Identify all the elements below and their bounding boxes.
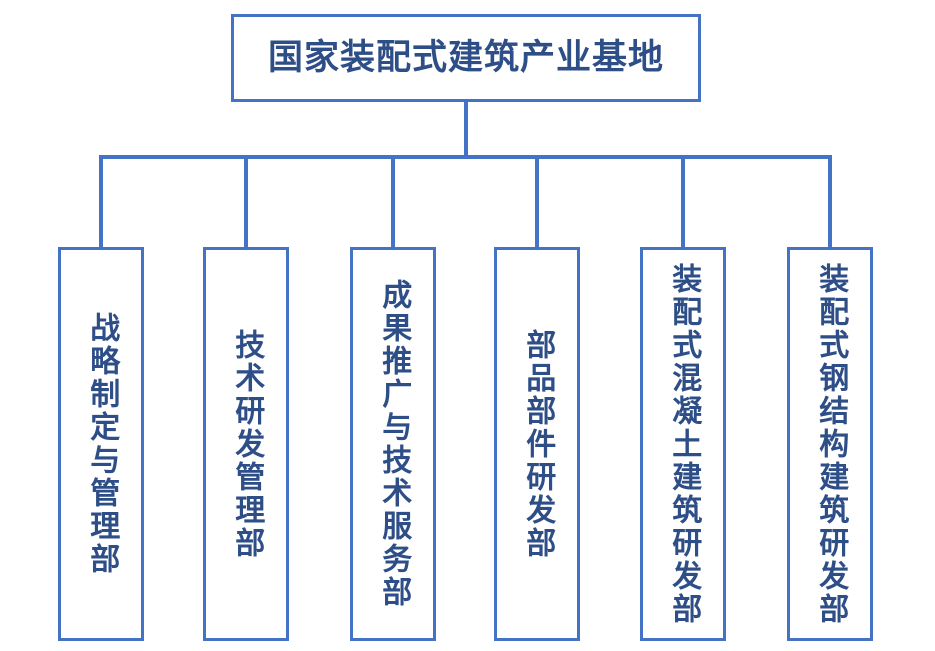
child-node-5[interactable]: 装配式混凝土建筑研发部: [640, 247, 726, 641]
child-node-2[interactable]: 技术研发管理部: [203, 247, 289, 641]
child-node-4[interactable]: 部品部件研发部: [494, 247, 580, 641]
connector-drop-2: [244, 155, 248, 249]
child-node-3-label: 成果推广与技术服务部: [376, 279, 412, 609]
child-node-1[interactable]: 战略制定与管理部: [58, 247, 144, 641]
child-node-2-label: 技术研发管理部: [229, 328, 265, 560]
child-node-1-label: 战略制定与管理部: [84, 312, 120, 576]
connector-drop-4: [535, 155, 539, 249]
connector-horizontal-bus: [103, 155, 831, 159]
child-node-4-label: 部品部件研发部: [520, 328, 556, 560]
connector-drop-6: [828, 155, 832, 249]
root-node-label: 国家装配式建筑产业基地: [267, 37, 664, 78]
child-node-6-label: 装配式钢结构建筑研发部: [813, 262, 849, 626]
connector-drop-1: [99, 155, 103, 249]
connector-drop-5: [681, 155, 685, 249]
child-node-6[interactable]: 装配式钢结构建筑研发部: [787, 247, 873, 641]
connector-drop-3: [391, 155, 395, 249]
root-node[interactable]: 国家装配式建筑产业基地: [231, 14, 701, 102]
child-node-5-label: 装配式混凝土建筑研发部: [666, 262, 702, 626]
connector-root-stem: [464, 100, 468, 159]
child-node-3[interactable]: 成果推广与技术服务部: [350, 247, 436, 641]
